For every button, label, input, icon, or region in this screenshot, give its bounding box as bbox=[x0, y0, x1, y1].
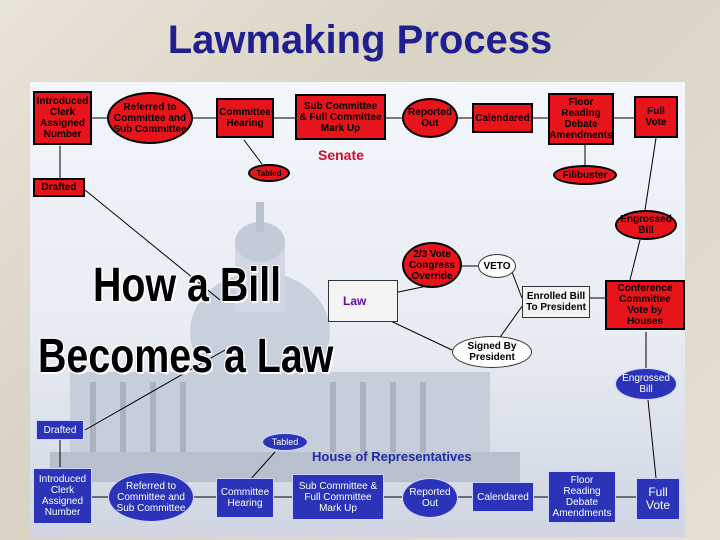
house-introduced-node: Introduced Clerk Assigned Number bbox=[33, 468, 92, 524]
senate-filibuster-node: Filibuster bbox=[553, 165, 617, 185]
becomes-a-law-text: Becomes a Law bbox=[38, 330, 334, 383]
senate-subcommittee-node: Sub Committee & Full Committee Mark Up bbox=[295, 94, 386, 140]
house-drafted-node: Drafted bbox=[36, 420, 84, 440]
how-a-bill-text: How a Bill bbox=[93, 259, 282, 312]
enrolled-bill-node: Enrolled Bill To President bbox=[522, 286, 590, 318]
senate-introduced-node: Introduced Clerk Assigned Number bbox=[33, 91, 92, 145]
page-title: Lawmaking Process bbox=[167, 18, 553, 62]
conference-committee-node: Conference Committee Vote by Houses bbox=[605, 280, 685, 330]
signed-by-president-node: Signed By President bbox=[452, 336, 532, 368]
house-referred-node: Referred to Committee and Sub Committee bbox=[108, 472, 194, 522]
senate-vote-node: Full Vote bbox=[634, 96, 678, 138]
house-subcommittee-node: Sub Committee & Full Committee Mark Up bbox=[292, 474, 384, 520]
house-hearing-node: Committee Hearing bbox=[216, 478, 274, 518]
senate-reported-node: Reported Out bbox=[402, 98, 458, 138]
senate-engrossed-node: Engrossed Bill bbox=[615, 210, 677, 240]
house-reported-node: Reported Out bbox=[402, 478, 458, 518]
house-calendared-node: Calendared bbox=[472, 482, 534, 512]
senate-calendared-node: Calendared bbox=[472, 103, 533, 133]
law-node: Law bbox=[328, 280, 398, 322]
veto-node: VETO bbox=[478, 254, 516, 278]
override-node: 2/3 Vote Congress Override bbox=[402, 242, 462, 288]
senate-label: Senate bbox=[318, 147, 364, 163]
senate-tabled-node: Tabled bbox=[248, 164, 290, 182]
house-floor-node: Floor Reading Debate Amendments bbox=[548, 471, 616, 523]
house-label: House of Representatives bbox=[312, 449, 472, 464]
senate-hearing-node: Committee Hearing bbox=[216, 98, 274, 138]
senate-drafted-node: Drafted bbox=[33, 178, 85, 197]
house-tabled-node: Tabled bbox=[262, 433, 308, 451]
senate-floor-node: Floor Reading Debate Amendments bbox=[548, 93, 614, 145]
house-engrossed-node: Engrossed Bill bbox=[615, 368, 677, 400]
senate-referred-node: Referred to Committee and Sub Committee bbox=[107, 92, 193, 144]
house-vote-node: Full Vote bbox=[636, 478, 680, 520]
